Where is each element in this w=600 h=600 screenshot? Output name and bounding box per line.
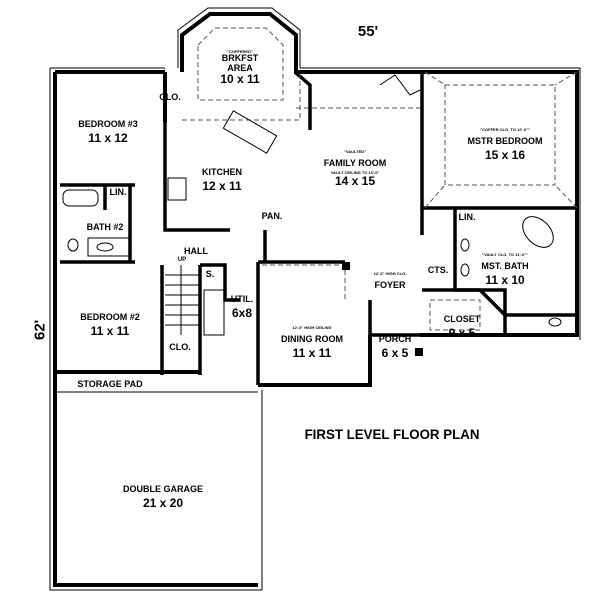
room-note: VAULT CEILING TO 13'-6": [330, 169, 380, 175]
exterior-walls: [53, 12, 579, 587]
room-dim: 6x8: [231, 305, 253, 320]
room-name: DINING ROOM: [281, 334, 343, 345]
room-note: "COFFER CLG. TO 12'-0"": [480, 127, 530, 132]
room-name: FOYER: [374, 280, 406, 291]
room-closet: CLOSET 9 x 5: [444, 310, 481, 339]
room-dim: 15 x 16: [484, 147, 526, 162]
dining-column: [342, 262, 350, 270]
room-dining: 12'-0" HIGH CEILING DINING ROOM 11 x 11: [281, 325, 343, 360]
room-note: "COFFERED": [227, 49, 253, 54]
room-name: BEDROOM #2: [80, 312, 140, 322]
closet-label: CLO.: [169, 342, 191, 352]
room-dim: 21 x 20: [142, 495, 184, 510]
room-dim: 11 x 12: [88, 130, 128, 145]
room-dim: 6 x 5: [381, 345, 409, 360]
interior-walls: [60, 70, 577, 385]
room-name: UTIL.: [230, 294, 254, 304]
room-garage: DOUBLE GARAGE 21 x 20: [123, 480, 203, 509]
stairs-up-label: UP: [177, 257, 187, 263]
room-name: MSTR BEDROOM: [467, 136, 543, 147]
room-name: KITCHEN: [202, 167, 242, 177]
cts-label: CTS.: [427, 265, 449, 275]
room-dim: 10 x 11: [220, 72, 260, 87]
room-foyer: 12'-0" HIGH CLG. FOYER: [373, 271, 407, 293]
room-name: BRKFST AREA: [221, 53, 259, 73]
room-name: MST. BATH: [481, 261, 529, 272]
room-dim: 11 x 11: [292, 345, 332, 360]
room-family: "VAULTED" FAMILY ROOM VAULT CEILING TO 1…: [323, 149, 387, 189]
room-dim: 12 x 11: [202, 178, 242, 193]
room-porch: PORCH 6 x 5: [379, 330, 412, 359]
room-note: "VAULT CLG. TO 11'-0"": [482, 252, 528, 257]
closet-label: CLO.: [159, 92, 181, 102]
room-note: 12'-0" HIGH CLG.: [373, 271, 407, 276]
room-mbath: "VAULT CLG. TO 11'-0"" MST. BATH 11 x 10: [481, 252, 529, 287]
room-name: CLOSET: [443, 314, 481, 324]
hall-label: HALL: [184, 246, 208, 256]
room-master: "COFFER CLG. TO 12'-0"" MSTR BEDROOM 15 …: [467, 127, 543, 162]
room-dim: 11 x 11: [90, 323, 130, 338]
room-name: BEDROOM #3: [78, 119, 138, 129]
room-note: "VAULTED": [343, 149, 367, 154]
outer-lines: [49, 7, 581, 591]
room-bath2: BATH #2: [86, 222, 124, 232]
room-bedroom2: BEDROOM #2 11 x 11: [80, 308, 140, 337]
room-dim: 14 x 15: [334, 174, 376, 189]
fixtures: [62, 74, 562, 336]
linen-label: LIN.: [458, 212, 476, 222]
room-dim: 9 x 5: [448, 325, 476, 340]
storage-label: S.: [205, 269, 215, 279]
room-kitchen: KITCHEN 12 x 11: [202, 163, 242, 192]
pantry-label: PAN.: [261, 211, 283, 221]
room-bedroom3: BEDROOM #3 11 x 12: [78, 115, 138, 144]
overall-width-label: 55': [357, 23, 379, 40]
room-name: DOUBLE GARAGE: [122, 484, 204, 494]
room-name: FAMILY ROOM: [323, 158, 387, 169]
porch-column: [415, 348, 423, 356]
room-util: UTIL. 6x8: [231, 290, 254, 319]
room-brkfst: "COFFERED" BRKFST AREA 10 x 11: [220, 49, 260, 87]
room-dim: 11 x 10: [485, 272, 525, 287]
overall-depth-label: 62': [31, 319, 49, 341]
room-name: PORCH: [378, 334, 412, 344]
plan-title: FIRST LEVEL FLOOR PLAN: [304, 426, 480, 442]
room-note: 12'-0" HIGH CEILING: [292, 325, 332, 330]
linen-label: LIN.: [109, 187, 127, 197]
storage-pad-label: STORAGE PAD: [77, 379, 143, 389]
